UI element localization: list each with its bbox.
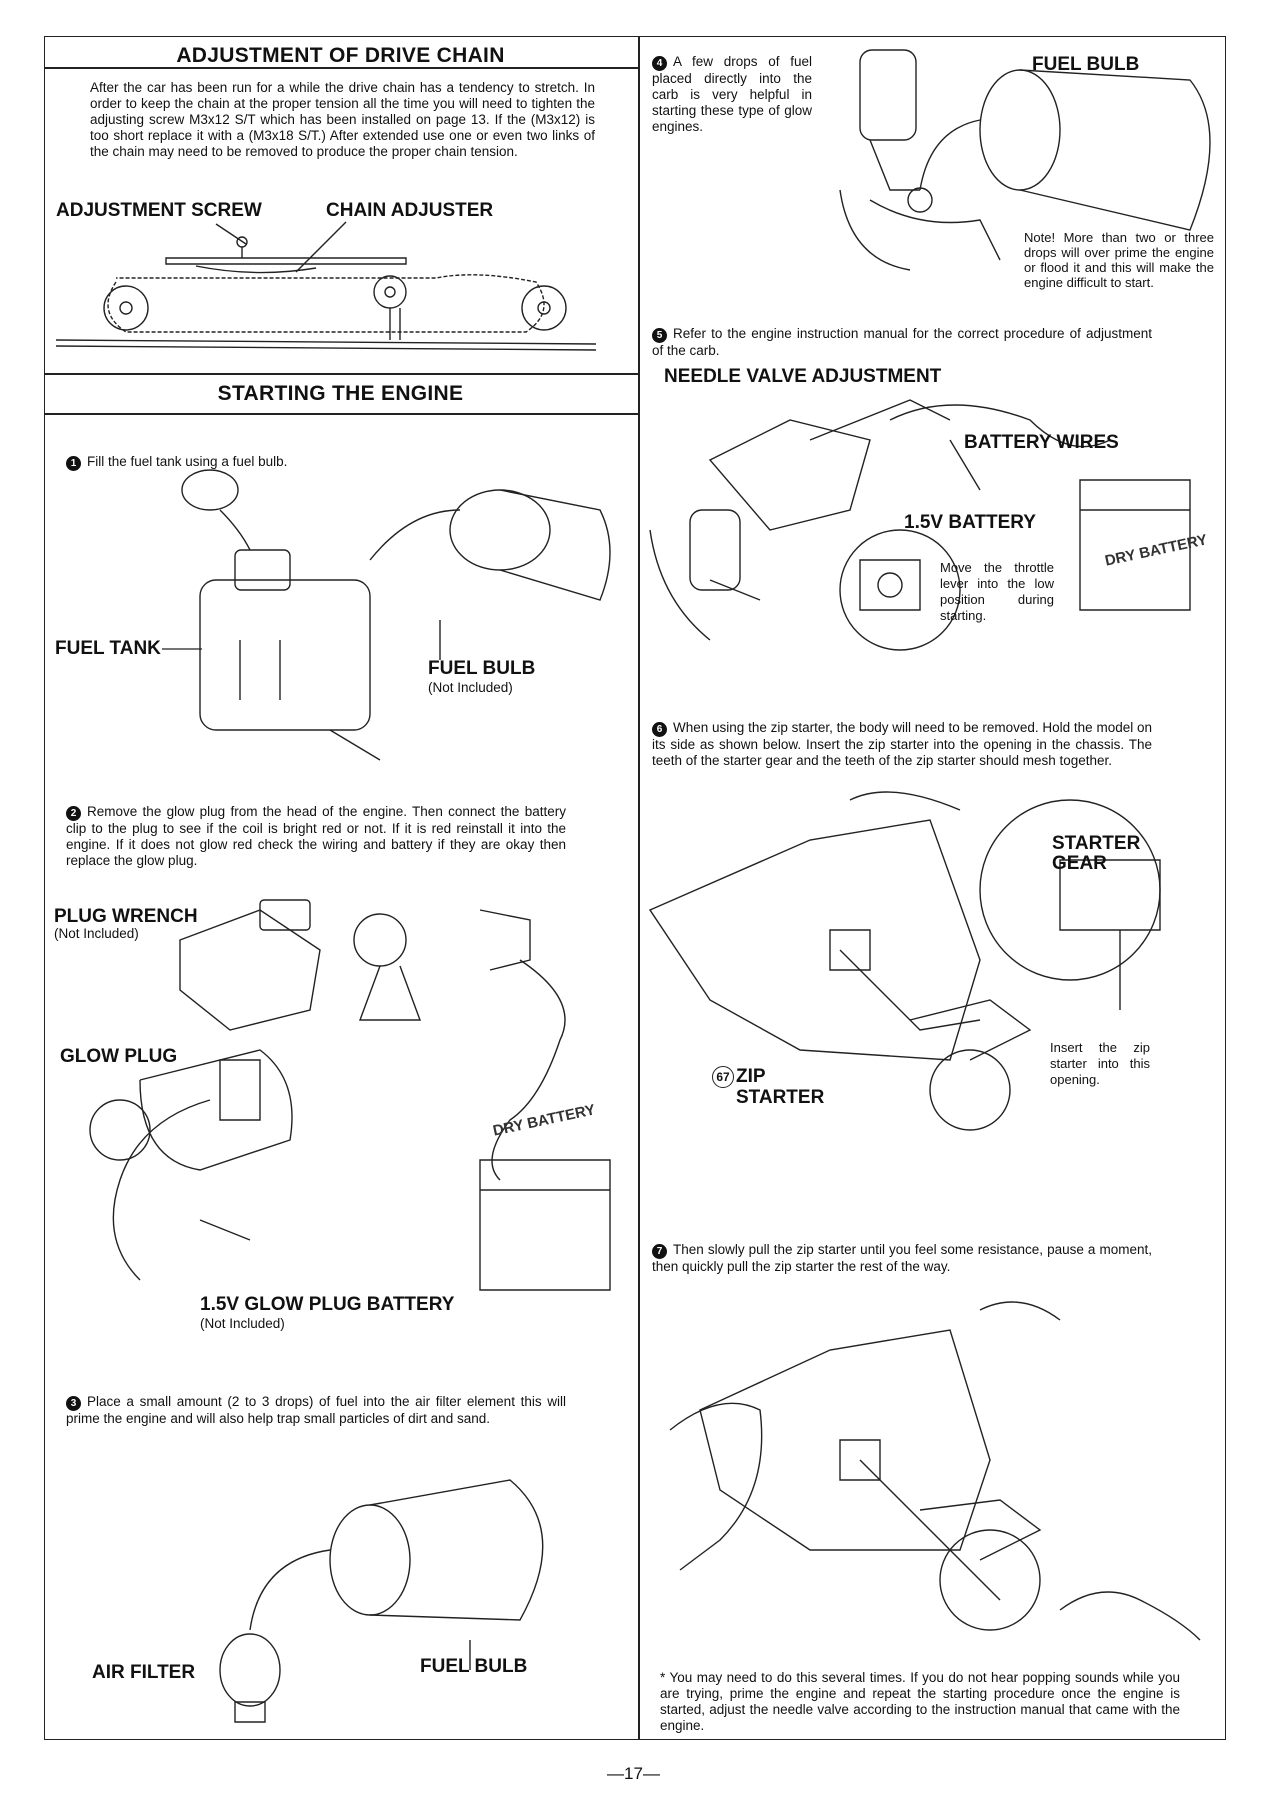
section-divider-2: [45, 413, 638, 415]
needle-valve-illustration: [650, 380, 1210, 660]
not-included-1: (Not Included): [428, 680, 513, 695]
step-7-number: 7: [652, 1244, 667, 1259]
step-6-text: When using the zip starter, the body wil…: [652, 720, 1152, 768]
zip-starter-part-number: 67: [712, 1066, 734, 1088]
overprime-note: Note! More than two or three drops will …: [1024, 230, 1214, 290]
page-frame: [44, 36, 1226, 1740]
carb-fuel-illustration: [830, 40, 1230, 280]
step-1-text: Fill the fuel tank using a fuel bulb.: [87, 454, 288, 469]
label-fuel-bulb-3: FUEL BULB: [420, 1656, 528, 1677]
title-underline: [45, 67, 638, 69]
part-number-circle: 67: [712, 1066, 734, 1088]
label-adjustment-screw: ADJUSTMENT SCREW: [56, 200, 262, 221]
step-5-text: Refer to the engine instruction manual f…: [652, 326, 1152, 358]
label-starter-gear: STARTER GEAR: [1052, 833, 1141, 874]
throttle-note: Move the throttle lever into the low pos…: [940, 560, 1054, 623]
step-6-number: 6: [652, 722, 667, 737]
section-divider: [45, 373, 638, 375]
starting-section-title: STARTING THE ENGINE: [217, 382, 464, 405]
label-glow-plug-battery: 1.5V GLOW PLUG BATTERY: [200, 1294, 455, 1315]
step-3-number: 3: [66, 1396, 81, 1411]
not-included-2: (Not Included): [54, 926, 139, 941]
label-fuel-bulb-1: FUEL BULB: [428, 658, 536, 679]
column-divider: [638, 37, 640, 1739]
step-2-number: 2: [66, 806, 81, 821]
step-1-number: 1: [66, 456, 81, 471]
label-fuel-tank: FUEL TANK: [55, 638, 161, 659]
fuel-tank-illustration: [180, 470, 620, 770]
label-needle-valve: NEEDLE VALVE ADJUSTMENT: [664, 366, 942, 387]
not-included-3: (Not Included): [200, 1316, 285, 1331]
label-zip-starter: ZIP STARTER: [736, 1066, 825, 1108]
chain-section-title: ADJUSTMENT OF DRIVE CHAIN: [176, 44, 505, 67]
step-5-number: 5: [652, 328, 667, 343]
footnote: * You may need to do this several times.…: [660, 1670, 1180, 1733]
air-filter-illustration: [190, 1470, 590, 1730]
label-air-filter: AIR FILTER: [92, 1662, 196, 1683]
label-glow-plug: GLOW PLUG: [60, 1046, 178, 1067]
label-fuel-bulb-4: FUEL BULB: [1032, 54, 1140, 75]
step-4-text: A few drops of fuel placed directly into…: [652, 54, 812, 134]
zip-starter-illustration: [650, 800, 1220, 1130]
insert-note: Insert the zip starter into this opening…: [1050, 1040, 1150, 1087]
chain-instructions: After the car has been run for a while t…: [90, 80, 595, 159]
step-2-text: Remove the glow plug from the head of th…: [66, 804, 566, 868]
drive-chain-illustration: [56, 222, 596, 352]
label-15v-battery: 1.5V BATTERY: [904, 512, 1036, 533]
label-chain-adjuster: CHAIN ADJUSTER: [326, 200, 494, 221]
pull-starter-illustration: [660, 1310, 1220, 1640]
leader-line: [162, 648, 202, 652]
page-number: —17—: [607, 1764, 660, 1783]
label-plug-wrench: PLUG WRENCH: [54, 906, 198, 927]
label-battery-wires: BATTERY WIRES: [964, 432, 1119, 453]
step-4-number: 4: [652, 56, 667, 71]
step-3-text: Place a small amount (2 to 3 drops) of f…: [66, 1394, 566, 1426]
glow-plug-illustration: [60, 880, 620, 1310]
step-1: 1 Fill the fuel tank using a fuel bulb.: [66, 454, 596, 471]
step-7-text: Then slowly pull the zip starter until y…: [652, 1242, 1152, 1274]
